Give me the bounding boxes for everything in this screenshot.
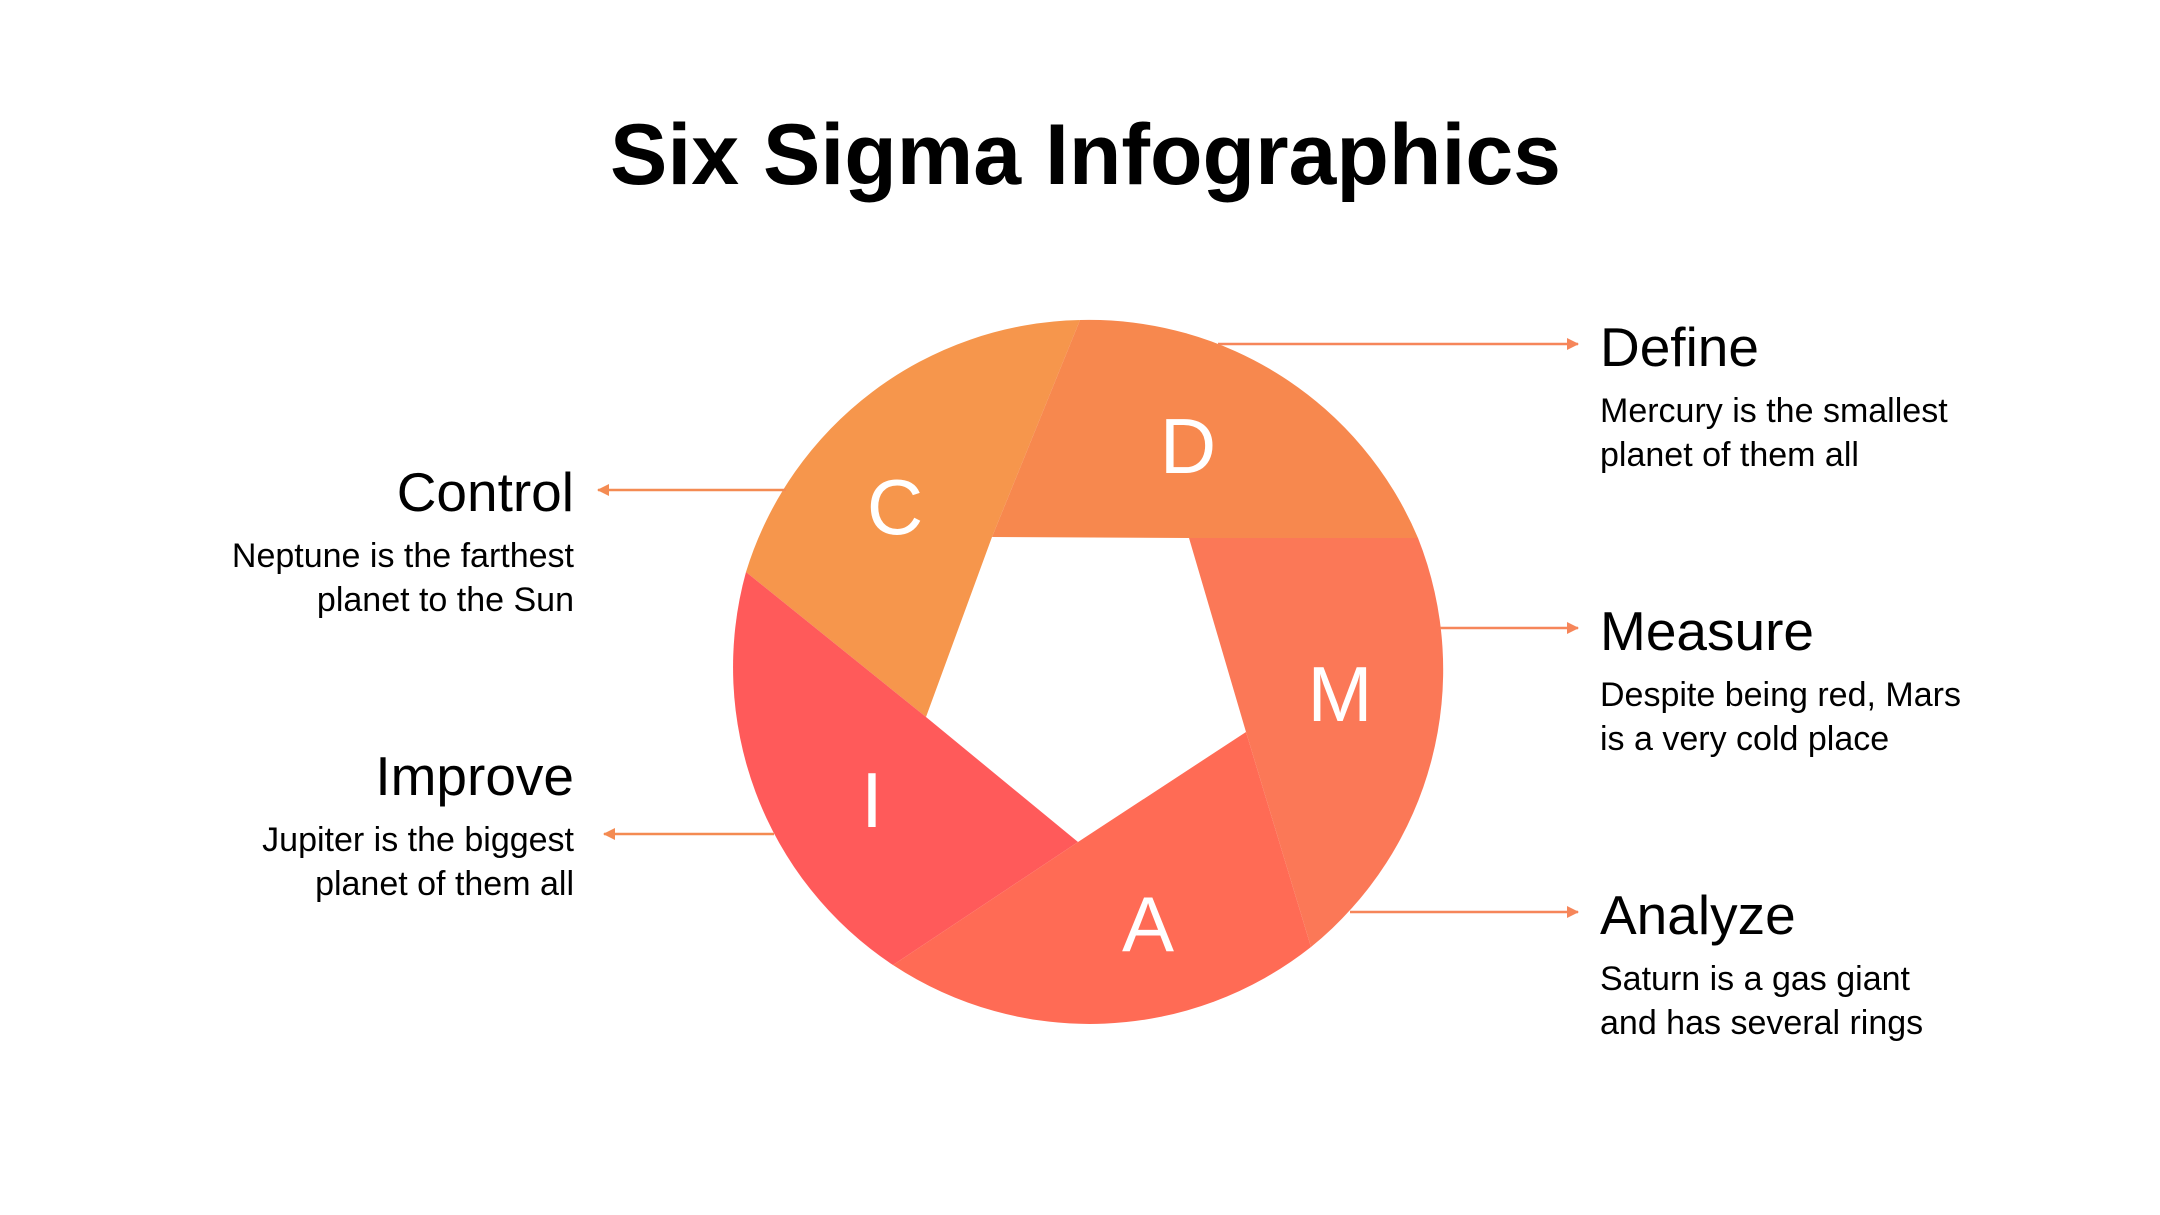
improve-heading: Improve [375,745,574,807]
define-line-2: planet of them all [1600,436,1859,475]
control-description: Neptune is the farthest planet to the Sun [54,534,574,622]
segment-letter-define: D [1160,402,1216,490]
improve-line-2: planet of them all [315,865,574,904]
page-title: Six Sigma Infographics [610,107,1561,203]
improve-line-1: Jupiter is the biggest [262,821,574,860]
improve-description: Jupiter is the biggest planet of them all [54,818,574,906]
segment-letter-analyze: A [1122,880,1174,968]
analyze-description: Saturn is a gas giant and has several rin… [1600,957,2120,1045]
measure-heading: Measure [1600,600,1814,662]
define-block: Define Mercury is the smallest planet of … [1600,316,2120,478]
define-line-1: Mercury is the smallest [1600,392,1948,431]
analyze-line-2: and has several rings [1600,1004,1924,1043]
measure-line-1: Despite being red, Mars [1600,676,1961,715]
measure-line-2: is a very cold place [1600,720,1890,759]
segment-letter-control: C [867,463,923,551]
analyze-line-1: Saturn is a gas giant [1600,960,1910,999]
control-heading: Control [396,461,574,523]
analyze-heading: Analyze [1600,884,1796,946]
segment-analyze [893,732,1311,1024]
segment-letter-measure: M [1308,650,1373,738]
segment-letter-improve: I [861,756,883,844]
measure-description: Despite being red, Mars is a very cold pl… [1600,673,2120,761]
define-heading: Define [1600,316,1759,378]
segment-define [992,319,1418,538]
segment-control [746,320,1080,717]
analyze-block: Analyze Saturn is a gas giant and has sev… [1600,884,2120,1046]
segment-improve [733,572,1078,965]
control-line-1: Neptune is the farthest [231,537,574,576]
measure-block: Measure Despite being red, Mars is a very… [1600,600,2120,762]
segment-measure [1189,538,1444,947]
define-description: Mercury is the smallest planet of them al… [1600,389,2120,477]
control-line-2: planet to the Sun [316,581,574,620]
improve-block: Improve Jupiter is the biggest planet of … [54,745,574,907]
control-block: Control Neptune is the farthest planet to… [54,461,574,623]
